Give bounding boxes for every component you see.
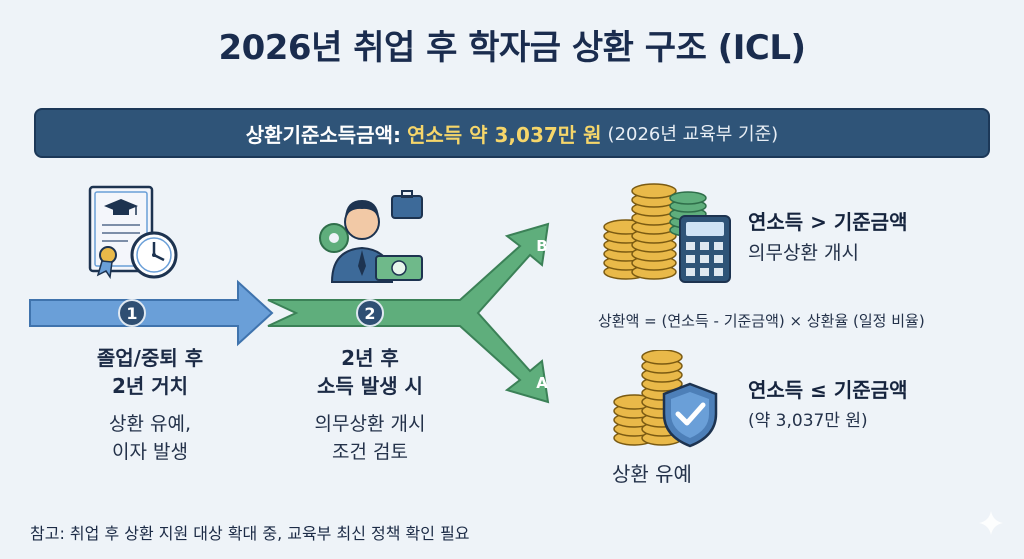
cash-icon bbox=[376, 256, 422, 280]
branch-a-subtitle: (약 3,037만 원) bbox=[748, 406, 868, 431]
step2-desc: 의무상환 개시 bbox=[270, 410, 470, 438]
branch-b-subtitle: 의무상환 개시 bbox=[748, 238, 859, 265]
branch-b-title: 연소득 > 기준금액 bbox=[748, 206, 907, 235]
step-number-badge: 1 bbox=[118, 299, 146, 327]
branch-a-badge: A bbox=[529, 370, 555, 396]
step2-title: 소득 발생 시 bbox=[270, 372, 470, 400]
step-number-badge: 2 bbox=[356, 299, 384, 327]
clock-icon bbox=[132, 233, 176, 277]
coin-stack-icon bbox=[610, 350, 722, 450]
diploma-icon bbox=[84, 183, 184, 283]
step2-desc: 조건 검토 bbox=[270, 438, 470, 466]
step1-title: 2년 거치 bbox=[50, 372, 250, 400]
branch-a-title: 연소득 ≤ 기준금액 bbox=[748, 374, 907, 403]
worker-icon bbox=[318, 186, 428, 286]
step2-text: 2년 후 소득 발생 시 의무상환 개시 조건 검토 bbox=[270, 344, 470, 466]
briefcase-icon bbox=[392, 191, 422, 218]
coin-stack-icon bbox=[598, 180, 734, 284]
branch-a-caption: 상환 유예 bbox=[612, 458, 692, 487]
footer-note: 참고: 취업 후 상환 지원 대상 확대 중, 교육부 최신 정책 확인 필요 bbox=[30, 520, 470, 544]
step1-text: 졸업/중퇴 후 2년 거치 상환 유예, 이자 발생 bbox=[50, 344, 250, 466]
sparkle-icon bbox=[978, 510, 1004, 536]
calculator-icon bbox=[680, 216, 730, 282]
step1-arrow bbox=[30, 282, 272, 344]
step2-title: 2년 후 bbox=[270, 344, 470, 372]
branch-b-badge: B bbox=[529, 233, 555, 259]
step1-desc: 이자 발생 bbox=[50, 438, 250, 466]
step1-desc: 상환 유예, bbox=[50, 410, 250, 438]
repayment-formula: 상환액 = (연소득 - 기준금액) × 상환율 (일정 비율) bbox=[598, 310, 925, 331]
step1-title: 졸업/중퇴 후 bbox=[50, 344, 250, 372]
gear-icon bbox=[320, 224, 348, 252]
